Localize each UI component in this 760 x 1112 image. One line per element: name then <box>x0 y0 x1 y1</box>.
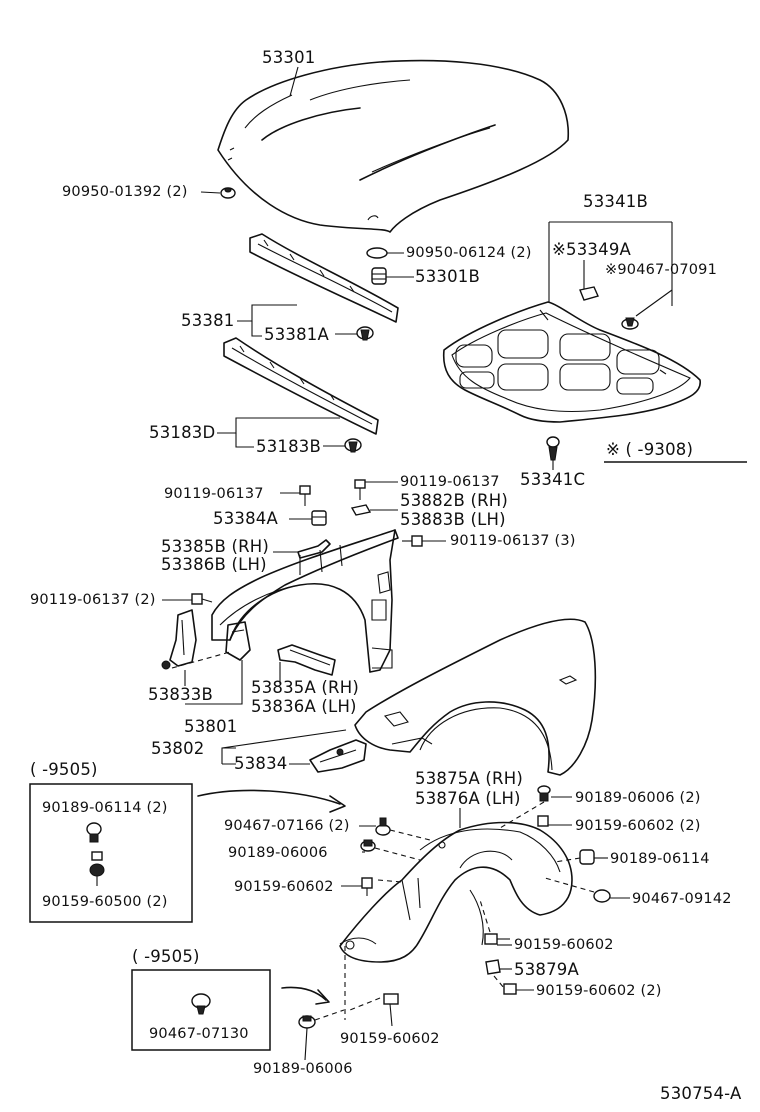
label-53801: 53801 <box>184 717 238 736</box>
label-90467-07166: 90467-07166 (2) <box>224 818 350 834</box>
hood-cushion <box>366 247 388 259</box>
label-90159-60602-mid: 90159-60602 <box>514 937 614 953</box>
label-90159-60602-2: 90159-60602 (2) <box>575 818 701 834</box>
bolt <box>299 485 311 506</box>
fender-mount <box>225 621 251 661</box>
fastener <box>537 785 551 802</box>
label-90189-06114: 90189-06114 <box>610 851 710 867</box>
hood-seal-clip <box>356 326 374 341</box>
label-90119-06137-3: 90119-06137 (3) <box>450 533 576 549</box>
front-fender <box>354 618 597 776</box>
label-90467-07130: 90467-07130 <box>149 1026 249 1042</box>
arrow-icon <box>281 986 327 1001</box>
label-53301: 53301 <box>262 48 316 67</box>
liner-clip <box>485 959 501 975</box>
label-53183D: 53183D <box>149 423 216 442</box>
fender-apron <box>211 529 399 673</box>
screw <box>89 851 105 886</box>
label-90467-09142: 90467-09142 <box>632 891 732 907</box>
label-90189-06006: 90189-06006 <box>228 845 328 861</box>
label-53349A: ※53349A <box>552 240 632 259</box>
label-90159-60602-left: 90159-60602 <box>234 879 334 895</box>
bolt <box>354 479 366 500</box>
variant-box-1 <box>29 783 193 923</box>
screw <box>361 877 373 896</box>
label-53802: 53802 <box>151 739 205 758</box>
screw <box>503 983 517 995</box>
label-53883B: 53883B (LH) <box>400 510 506 529</box>
label-90159-60500: 90159-60500 (2) <box>42 894 168 910</box>
label-53876A: 53876A (LH) <box>415 789 521 808</box>
label-53836A: 53836A (LH) <box>251 697 357 716</box>
hood-grommet <box>220 187 236 199</box>
bolt <box>402 535 423 547</box>
label-90159-60602-bottom: 90159-60602 <box>340 1031 440 1047</box>
hood-panel <box>217 59 570 233</box>
hood-seal-lower <box>223 337 379 435</box>
fender-lower-bracket <box>309 739 367 773</box>
label-90950-06124: 90950-06124 (2) <box>406 245 532 261</box>
clip <box>375 817 391 836</box>
note-9308: ※ ( -9308) <box>606 440 694 459</box>
fastener <box>554 849 595 865</box>
fender-cushion <box>311 510 327 526</box>
screw <box>537 815 549 827</box>
label-53386B: 53386B (LH) <box>161 555 267 574</box>
label-53875A: 53875A (RH) <box>415 769 523 788</box>
diagram-id: 530754-A <box>660 1084 742 1103</box>
fender-bracket <box>161 609 197 670</box>
fender-seal <box>297 539 331 559</box>
engine-under-cover <box>442 301 701 423</box>
label-53835A: 53835A (RH) <box>251 678 359 697</box>
bolt <box>191 593 213 605</box>
label-53381A: 53381A <box>264 325 329 344</box>
label-90189-06006-bottom: 90189-06006 <box>253 1061 353 1077</box>
screw <box>484 933 510 945</box>
fastener <box>298 1009 345 1029</box>
fastener <box>360 839 376 852</box>
cover-clip <box>621 317 639 330</box>
screw <box>383 993 399 1027</box>
seal-clip <box>344 438 362 453</box>
label-53384A: 53384A <box>213 509 278 528</box>
label-90189-06114-2: 90189-06114 (2) <box>42 800 168 816</box>
label-53882B: 53882B (RH) <box>400 491 508 510</box>
hood-bumper <box>371 267 387 285</box>
label-90119-06137-top: 90119-06137 <box>400 474 500 490</box>
label-53341B: 53341B <box>583 192 649 211</box>
fender-brace <box>277 644 336 676</box>
cover-pin <box>546 436 560 461</box>
fender-seal-pad <box>350 504 372 516</box>
label-90467-07091: ※90467-07091 <box>605 262 718 278</box>
range-9505-b: ( -9505) <box>132 947 200 966</box>
clip <box>544 877 611 903</box>
screw <box>86 822 102 843</box>
label-53834: 53834 <box>234 754 288 773</box>
label-90119-06137-2: 90119-06137 (2) <box>30 592 156 608</box>
label-53183B: 53183B <box>256 437 322 456</box>
label-53879A: 53879A <box>514 960 579 979</box>
variant-box-2 <box>131 969 271 1051</box>
label-90189-06006-2: 90189-06006 (2) <box>575 790 701 806</box>
range-9505-a: ( -9505) <box>30 760 98 779</box>
label-90159-60602-low: 90159-60602 (2) <box>536 983 662 999</box>
label-53301B: 53301B <box>415 267 481 286</box>
clip <box>191 993 211 1015</box>
cover-retainer <box>579 286 599 301</box>
label-90119-06137-left: 90119-06137 <box>164 486 264 502</box>
label-90950-01392: 90950-01392 (2) <box>62 184 188 200</box>
fender-liner <box>339 821 573 963</box>
hood-seal-upper <box>249 233 399 323</box>
label-53385B: 53385B (RH) <box>161 537 269 556</box>
arrow-icon <box>197 789 341 805</box>
label-53381: 53381 <box>181 311 235 330</box>
label-53833B: 53833B <box>148 685 214 704</box>
label-53341C: 53341C <box>520 470 586 489</box>
